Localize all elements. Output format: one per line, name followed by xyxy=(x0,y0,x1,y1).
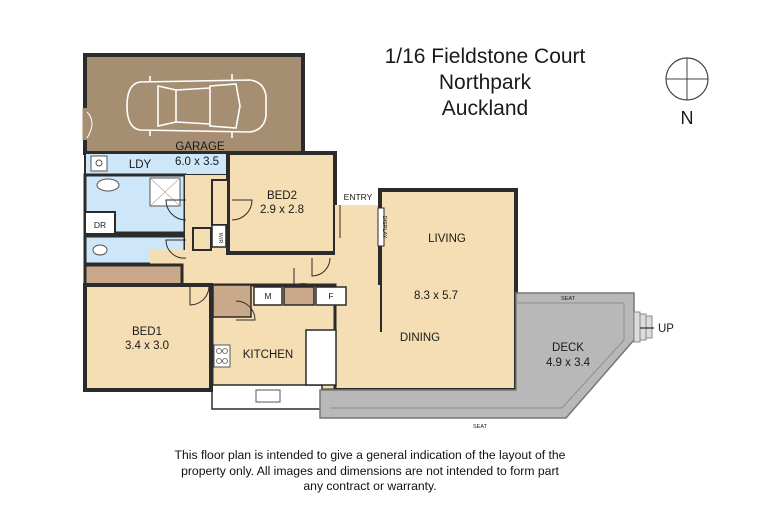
seat-bottom-label: SEAT xyxy=(473,424,488,430)
fridge-box xyxy=(315,286,347,306)
door-swings xyxy=(165,199,341,321)
laundry-label: LDY xyxy=(129,159,152,171)
dr-label: DR xyxy=(94,220,106,230)
bed2-label: BED2 xyxy=(267,190,297,202)
stairs-up-label: UP xyxy=(658,323,674,335)
cooktop-icon xyxy=(213,344,231,368)
seat-top-label: SEAT xyxy=(561,296,576,302)
deck-label: DECK xyxy=(552,342,584,354)
garage-floor xyxy=(83,53,305,155)
wardrobe-floor xyxy=(192,227,212,251)
entry-floor xyxy=(335,205,380,285)
car-icon xyxy=(126,74,267,138)
compass-label: N xyxy=(681,108,694,128)
disclaimer-line-2: property only. All images and dimensions… xyxy=(181,463,559,478)
fridge-label: F xyxy=(328,291,333,301)
disclaimer-text: This floor plan is intended to give a ge… xyxy=(150,448,590,495)
kitchen-label: KITCHEN xyxy=(243,349,293,361)
address-title: 1/16 Fieldstone Court Northpark Auckland xyxy=(340,44,630,122)
vanity-basin-icon xyxy=(96,178,120,192)
living-label: LIVING xyxy=(428,233,466,245)
storage-box xyxy=(283,286,315,306)
display-cabinet xyxy=(377,207,385,247)
address-line-2: Northpark xyxy=(438,71,532,94)
compass-icon xyxy=(665,57,709,101)
drying-room-floor xyxy=(84,211,116,235)
bed2-dims: 2.9 x 2.8 xyxy=(260,204,304,216)
disclaimer-line-3: any contract or warranty. xyxy=(303,479,437,493)
display-label: DISPLAY xyxy=(381,216,387,239)
laundry-tub-icon xyxy=(90,155,108,172)
living-dining-dims: 8.3 x 5.7 xyxy=(414,290,458,302)
disclaimer-line-1: This floor plan is intended to give a ge… xyxy=(174,448,566,462)
garage-label: GARAGE xyxy=(175,141,225,153)
kitchen-sink-icon xyxy=(255,389,281,403)
entry-label: ENTRY xyxy=(344,192,373,202)
address-line-3: Auckland xyxy=(441,97,529,120)
bed1-dims: 3.4 x 3.0 xyxy=(125,340,169,352)
deck-stairs xyxy=(633,311,653,343)
pantry-box xyxy=(212,284,252,318)
microwave-box xyxy=(253,286,283,306)
address-line-1: 1/16 Fieldstone Court xyxy=(384,45,586,68)
toilet-icon xyxy=(92,244,108,256)
dining-label: DINING xyxy=(400,332,440,344)
deck-dims: 4.9 x 3.4 xyxy=(546,357,591,369)
kitchen-island xyxy=(305,329,337,386)
deck-floor xyxy=(319,292,635,419)
bed2-wardrobe xyxy=(211,179,229,226)
garage-dims: 6.0 x 3.5 xyxy=(175,156,219,168)
bed1-wardrobe xyxy=(83,263,184,287)
bed2-floor xyxy=(226,151,337,255)
microwave-label: M xyxy=(264,291,271,301)
bed1-label: BED1 xyxy=(132,326,162,338)
wardrobe-label: W/R xyxy=(217,233,223,244)
